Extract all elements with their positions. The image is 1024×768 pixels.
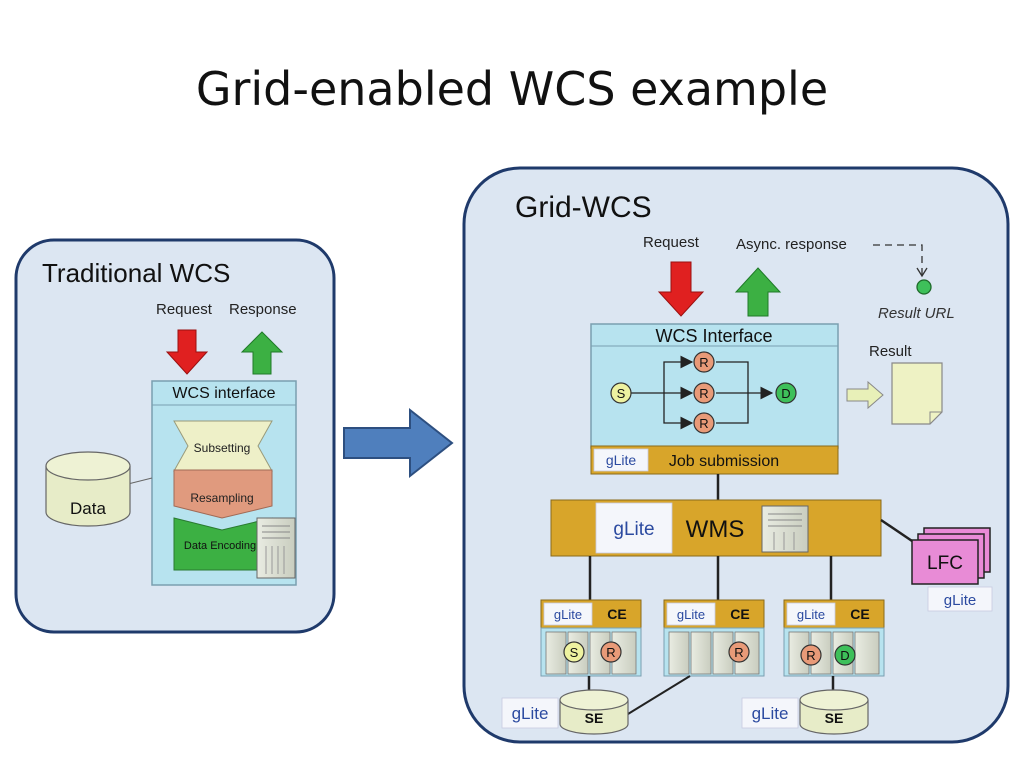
traditional-interface-label: WCS interface	[172, 385, 275, 402]
node-r2	[693, 382, 715, 404]
workflow-graph: S R R R D	[610, 351, 797, 434]
grid-async-label: Async. response	[736, 236, 847, 253]
traditional-server-icon	[256, 517, 296, 579]
grid-interface-box	[590, 323, 839, 449]
result-label: Result	[869, 343, 912, 360]
svg-text:gLite: gLite	[797, 607, 825, 622]
ce-node-3: gLite CE R D	[783, 599, 885, 677]
node-s-label: S	[617, 386, 626, 401]
traditional-wcs-panel: Traditional WCS Request Response WCS int…	[14, 238, 336, 634]
traditional-response-label: Response	[229, 301, 297, 318]
grid-heading: Grid-WCS	[515, 191, 652, 224]
svg-text:gLite: gLite	[677, 607, 705, 622]
node-r2-label: R	[699, 386, 708, 401]
lfc-stack: LFC	[911, 527, 991, 585]
svg-text:R: R	[806, 648, 815, 663]
node-s	[610, 382, 632, 404]
ce-node-1: gLite CE S R	[540, 599, 642, 677]
page-title: Grid-enabled WCS example	[195, 62, 829, 116]
grid-response-arrow-icon	[734, 267, 782, 317]
wms-label: WMS	[686, 516, 745, 543]
traditional-request-label: Request	[156, 301, 213, 318]
node-r1-label: R	[699, 355, 708, 370]
traditional-response-arrow-icon	[240, 331, 284, 375]
step-subsetting-label: Subsetting	[194, 441, 251, 455]
data-cylinder: Data	[45, 451, 131, 527]
job-submission-label: Job submission	[669, 453, 779, 470]
svg-text:gLite: gLite	[606, 452, 637, 468]
glite-logo-icon: gLite	[595, 502, 673, 554]
grid-request-arrow-icon	[657, 261, 705, 317]
step-resampling	[173, 469, 273, 519]
glite-logo-icon: gLite	[501, 697, 559, 729]
grid-wcs-panel: Grid-WCS Request Async. response Result …	[462, 166, 1010, 744]
svg-text:gLite: gLite	[752, 704, 789, 723]
ce-node-2: gLite CE R	[663, 599, 765, 677]
glite-logo-icon	[543, 602, 593, 626]
result-document-icon	[891, 362, 943, 425]
se-2-label: SE	[825, 710, 844, 726]
node-d-label: D	[781, 386, 790, 401]
svg-text:R: R	[734, 645, 743, 660]
glite-logo-icon: gLite	[593, 448, 649, 472]
data-label: Data	[70, 499, 106, 518]
ce-2-label: CE	[730, 606, 749, 622]
lfc-label: LFC	[927, 553, 963, 574]
svg-text:gLite: gLite	[512, 704, 549, 723]
traditional-request-arrow-icon	[165, 329, 209, 375]
svg-text:D: D	[840, 648, 849, 663]
svg-text:gLite: gLite	[944, 592, 977, 609]
glite-logo-icon: gLite	[741, 697, 799, 729]
glite-logo-icon	[666, 602, 716, 626]
step-data-encoding-label: Data Encoding	[184, 540, 256, 552]
svg-text:R: R	[606, 645, 615, 660]
svg-text:gLite: gLite	[554, 607, 582, 622]
node-d	[775, 382, 797, 404]
result-url-dot	[916, 279, 932, 295]
se-1-label: SE	[585, 710, 604, 726]
ce-1-label: CE	[607, 606, 626, 622]
async-connector	[873, 244, 923, 276]
glite-logo-icon	[786, 602, 836, 626]
flow-arrow-icon	[343, 407, 454, 479]
grid-interface-label: WCS Interface	[655, 326, 772, 346]
se-storage-2: SE	[799, 689, 869, 735]
grid-request-label: Request	[643, 234, 700, 251]
ce-3-label: CE	[850, 606, 869, 622]
result-url-label: Result URL	[878, 305, 955, 322]
svg-text:gLite: gLite	[613, 519, 654, 540]
node-r1	[693, 351, 715, 373]
se-storage-1: SE	[559, 689, 629, 735]
result-arrow-icon	[846, 380, 884, 410]
traditional-heading: Traditional WCS	[42, 258, 230, 288]
node-r3-label: R	[699, 416, 708, 431]
wms-server-icon	[761, 505, 809, 553]
node-r3	[693, 412, 715, 434]
svg-text:S: S	[570, 645, 579, 660]
step-resampling-label: Resampling	[190, 491, 253, 505]
glite-logo-icon: gLite	[927, 586, 993, 612]
